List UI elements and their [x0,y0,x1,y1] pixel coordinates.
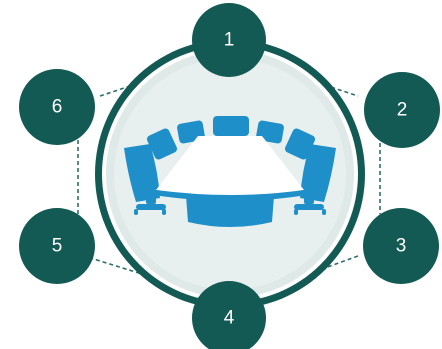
step-node-6: 6 [19,69,95,145]
step-node-2-label: 2 [397,100,408,121]
connector-4-5 [83,255,201,293]
step-node-1: 1 [192,3,266,77]
step-node-3-label: 3 [396,236,407,257]
step-node-4: 4 [192,281,266,349]
step-node-1-label: 1 [224,30,235,51]
step-node-5: 5 [19,208,95,284]
step-node-3: 3 [363,208,439,284]
step-node-2: 2 [364,72,440,148]
step-node-6-label: 6 [52,97,63,118]
conference-table-icon [124,116,336,227]
step-node-4-label: 4 [224,308,235,329]
step-node-5-label: 5 [52,236,63,257]
connector-3-4 [257,255,359,293]
